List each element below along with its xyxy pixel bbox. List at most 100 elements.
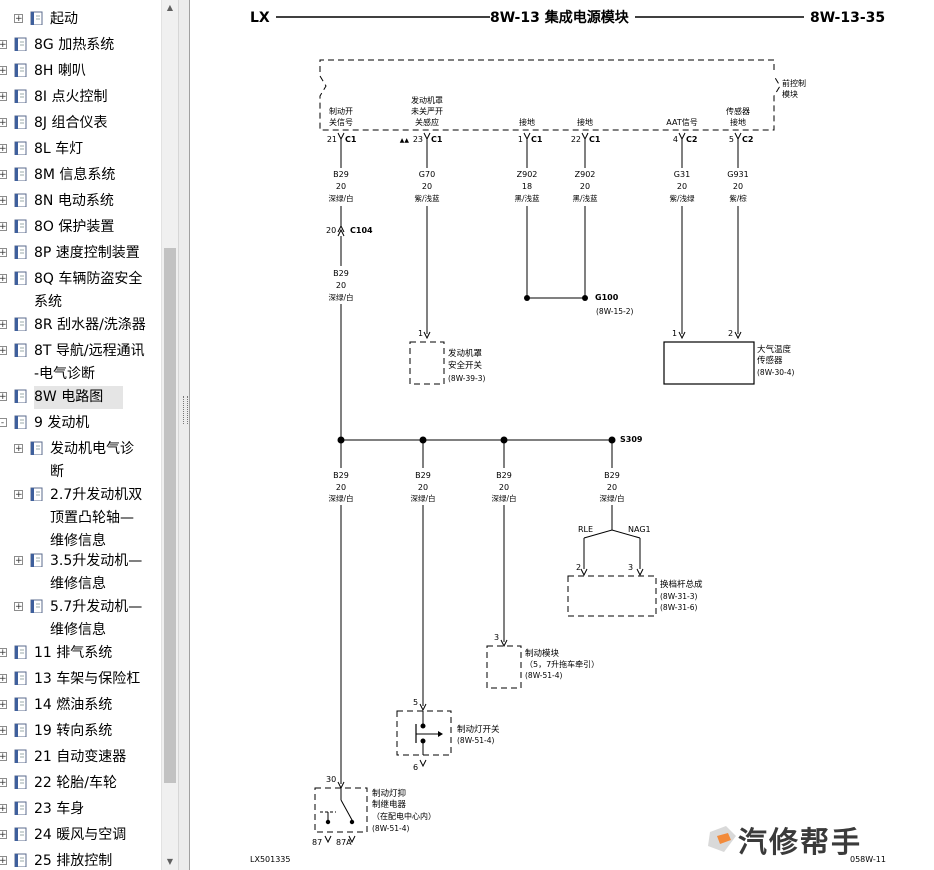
book-icon [14, 219, 27, 233]
toc-item[interactable]: +8T 导航/远程通讯-电气诊断 [0, 340, 161, 382]
expand-icon[interactable]: + [0, 700, 7, 710]
toc-item[interactable]: +11 排气系统 [0, 642, 161, 664]
pin-name: 传感器 [726, 106, 750, 116]
expand-icon[interactable]: + [14, 14, 23, 24]
collapse-icon[interactable]: - [0, 418, 7, 428]
toc-item-label: -电气诊断 [34, 366, 96, 382]
expand-icon[interactable]: + [0, 778, 7, 788]
expand-icon[interactable]: + [0, 66, 7, 76]
header-left: LX [250, 10, 270, 26]
toc-item[interactable]: +23 车身 [0, 798, 161, 820]
book-icon [30, 441, 43, 455]
branch-wire-color: 深绿/白 [599, 493, 624, 503]
c104-wire: B29 [333, 269, 349, 278]
toc-item[interactable]: +21 自动变速器 [0, 746, 161, 768]
toc-item[interactable]: +8M 信息系统 [0, 164, 161, 186]
pin-number: 23 [413, 135, 423, 144]
expand-icon[interactable]: + [0, 856, 7, 866]
expand-icon[interactable]: + [0, 320, 7, 330]
book-icon [14, 317, 27, 331]
expand-icon[interactable]: + [0, 248, 7, 258]
toc-item-label: 维修信息 [50, 533, 106, 549]
expand-icon[interactable]: + [0, 830, 7, 840]
expand-icon[interactable]: + [14, 556, 23, 566]
toc-item[interactable]: +2.7升发动机双顶置凸轮轴—维修信息 [0, 484, 161, 549]
toc-item[interactable]: +19 转向系统 [0, 720, 161, 742]
expand-icon[interactable]: + [0, 222, 7, 232]
toc-item[interactable]: +8O 保护装置 [0, 216, 161, 238]
toc-item[interactable]: +24 暖风与空调 [0, 824, 161, 846]
pane-splitter[interactable] [178, 0, 190, 870]
toc-item-label: 3.5升发动机— [50, 553, 143, 569]
brake-switch-box [396, 710, 452, 756]
toc-item-label: 8P 速度控制装置 [34, 245, 140, 261]
toc-item-label: 5.7升发动机— [50, 599, 143, 615]
brake-module-ref: (8W-51-4) [525, 671, 563, 680]
toc-item[interactable]: +22 轮胎/车轮 [0, 772, 161, 794]
branch-wire-code: B29 [604, 471, 620, 480]
ground-name: G100 [595, 293, 619, 302]
toc-item[interactable]: - 9 发动机 [0, 412, 161, 434]
toc-item[interactable]: +发动机电气诊断 [0, 438, 161, 480]
book-icon [14, 63, 27, 77]
expand-icon[interactable]: + [0, 648, 7, 658]
expand-icon[interactable]: + [14, 444, 23, 454]
footer-left: LX501335 [250, 855, 290, 864]
expand-icon[interactable]: + [0, 392, 7, 402]
expand-icon[interactable]: + [0, 40, 7, 50]
expand-icon[interactable]: + [0, 752, 7, 762]
toc-item[interactable]: +8R 刮水器/洗涤器 [0, 314, 161, 336]
toc-item-label: 9 发动机 [34, 415, 90, 431]
wire-color: 黑/浅蓝 [572, 193, 598, 203]
expand-icon[interactable]: + [0, 92, 7, 102]
toc-item[interactable]: +3.5升发动机—维修信息 [0, 550, 161, 592]
pin-name: 制动开 [329, 106, 353, 116]
expand-icon[interactable]: + [0, 170, 7, 180]
toc-item-label: 8L 车灯 [34, 141, 84, 157]
expand-icon[interactable]: + [0, 144, 7, 154]
pin-number: 21 [327, 135, 337, 144]
expand-icon[interactable]: + [14, 490, 23, 500]
sidebar-scrollbar[interactable]: ▲ ▼ [161, 0, 178, 870]
branch-wire-color: 深绿/白 [410, 493, 435, 503]
book-icon [14, 723, 27, 737]
expand-icon[interactable]: + [0, 726, 7, 736]
toc-item[interactable]: +8L 车灯 [0, 138, 161, 160]
toc-item-label: 14 燃油系统 [34, 697, 113, 713]
expand-icon[interactable]: + [14, 602, 23, 612]
watermark-logo-icon [708, 826, 736, 852]
expand-icon[interactable]: + [0, 674, 7, 684]
book-icon [14, 193, 27, 207]
toc-item[interactable]: +8H 喇叭 [0, 60, 161, 82]
pin-number: 1 [518, 135, 523, 144]
toc-item[interactable]: +8N 电动系统 [0, 190, 161, 212]
expand-icon[interactable]: + [0, 196, 7, 206]
toc-item[interactable]: +8I 点火控制 [0, 86, 161, 108]
relay-pin87a: 87A [336, 838, 352, 847]
branch-wire-color: 深绿/白 [491, 493, 516, 503]
toc-item[interactable]: +8Q 车辆防盗安全系统 [0, 268, 161, 310]
toc-item[interactable]: +5.7升发动机—维修信息 [0, 596, 161, 638]
wire-gauge: 20 [677, 182, 687, 191]
c104-color: 深绿/白 [328, 292, 353, 302]
scroll-up-arrow-icon[interactable]: ▲ [166, 3, 174, 12]
toc-item[interactable]: +8G 加热系统 [0, 34, 161, 56]
toc-item[interactable]: +13 车架与保险杠 [0, 668, 161, 690]
toc-item[interactable]: +14 燃油系统 [0, 694, 161, 716]
expand-icon[interactable]: + [0, 274, 7, 284]
book-icon [14, 37, 27, 51]
pin-connector: C2 [742, 135, 753, 144]
toc-item-label: 8N 电动系统 [34, 193, 114, 209]
scroll-down-arrow-icon[interactable]: ▼ [166, 857, 174, 866]
expand-icon[interactable]: + [0, 346, 7, 356]
expand-icon[interactable]: + [0, 804, 7, 814]
expand-icon[interactable]: + [0, 118, 7, 128]
branch-wire-gauge: 20 [336, 483, 346, 492]
pin-name: 接地 [519, 117, 535, 127]
toc-item[interactable]: +25 排放控制 [0, 850, 161, 870]
toc-item[interactable]: +8P 速度控制装置 [0, 242, 161, 264]
scrollbar-thumb[interactable] [164, 248, 176, 783]
toc-item[interactable]: +8J 组合仪表 [0, 112, 161, 134]
toc-item[interactable]: +8W 电路图 [0, 386, 161, 409]
toc-item[interactable]: +起动 [0, 8, 161, 30]
